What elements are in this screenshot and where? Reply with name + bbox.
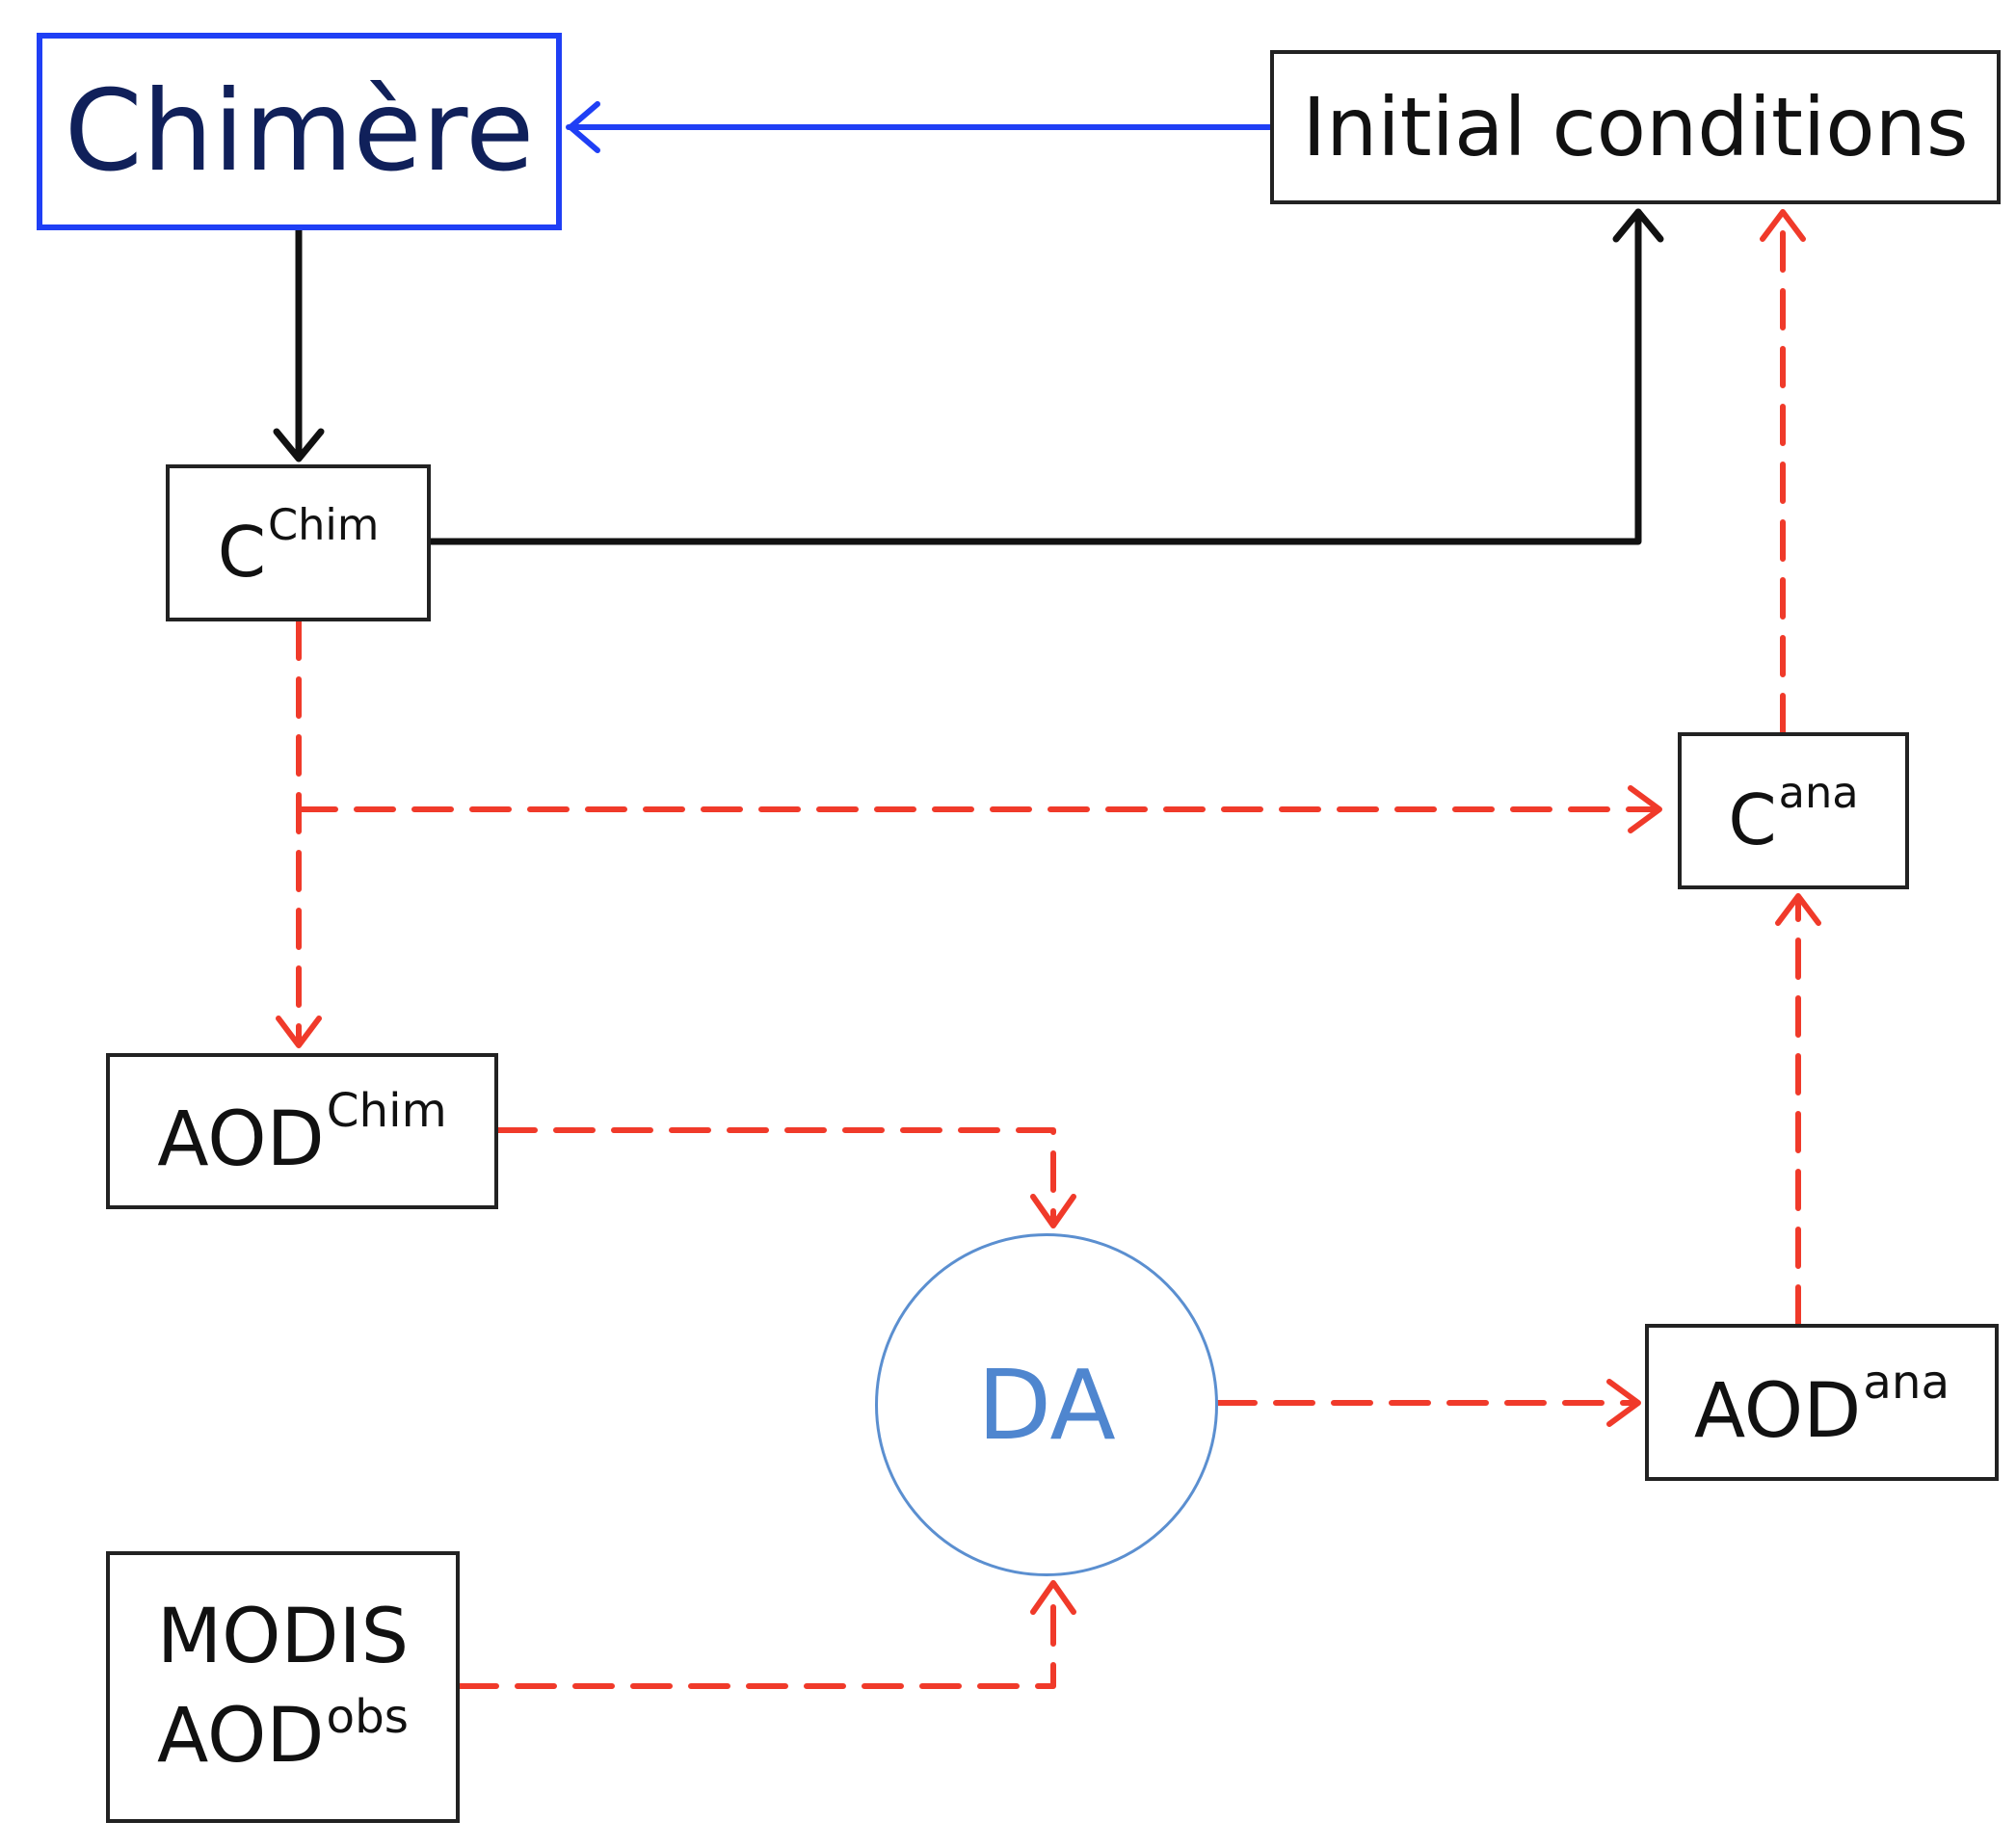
c-chim-base: C bbox=[217, 511, 266, 593]
arrowhead-cchim bbox=[273, 428, 325, 462]
aod-ana-base: AOD bbox=[1693, 1367, 1862, 1455]
arrowhead-chimere bbox=[568, 101, 600, 153]
edge-aodchim-to-da bbox=[495, 1127, 1056, 1222]
da-label: DA bbox=[977, 1348, 1116, 1462]
data-assimilation-circle: DA bbox=[875, 1233, 1218, 1576]
arrowhead-aodchim bbox=[276, 1016, 322, 1048]
aod-obs-base: AOD bbox=[157, 1693, 325, 1780]
arrowhead-initial-black bbox=[1612, 208, 1664, 243]
c-ana-base: C bbox=[1728, 779, 1777, 860]
c-chim-superscript: Chim bbox=[267, 499, 380, 550]
initial-conditions-box: Initial conditions bbox=[1270, 50, 2001, 204]
arrowhead-aodana bbox=[1606, 1379, 1641, 1427]
c-ana-superscript: ana bbox=[1778, 767, 1859, 818]
chimere-label: Chimère bbox=[64, 66, 535, 197]
arrowhead-da-top bbox=[1030, 1194, 1076, 1228]
arrowhead-cana-bottom bbox=[1775, 893, 1821, 926]
aod-obs-line: AODobs bbox=[157, 1680, 409, 1780]
aod-obs-superscript: obs bbox=[326, 1690, 409, 1745]
arrowhead-cana-left bbox=[1628, 785, 1662, 833]
aod-chim-base: AOD bbox=[157, 1096, 325, 1183]
arrowhead-initial-red bbox=[1760, 209, 1806, 242]
edge-modis-to-da bbox=[457, 1587, 1056, 1689]
aod-chim-superscript: Chim bbox=[326, 1084, 447, 1139]
chimere-box: Chimère bbox=[37, 33, 562, 230]
aod-ana-superscript: ana bbox=[1863, 1355, 1950, 1410]
edge-cchim-to-initial bbox=[427, 208, 1642, 545]
modis-aod-obs-box: MODIS AODobs bbox=[106, 1551, 460, 1823]
initial-conditions-label: Initial conditions bbox=[1302, 80, 1969, 174]
arrowhead-da-bottom bbox=[1030, 1580, 1076, 1615]
modis-label: MODIS bbox=[156, 1594, 410, 1681]
